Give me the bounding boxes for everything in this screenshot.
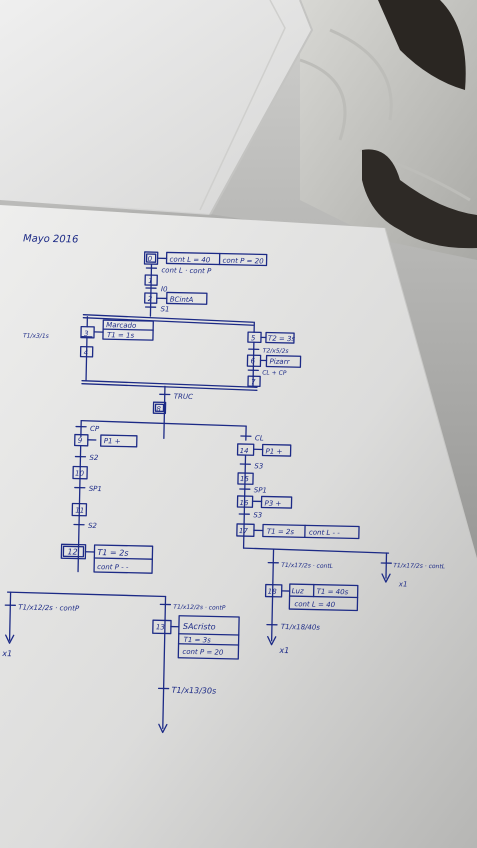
svg-text:SAcristo: SAcristo <box>183 622 216 632</box>
svg-text:4: 4 <box>84 349 89 357</box>
svg-text:BCintA: BCintA <box>170 295 194 303</box>
svg-text:18: 18 <box>268 588 278 596</box>
svg-text:10: 10 <box>75 470 85 478</box>
step-11: 11 <box>71 502 88 517</box>
svg-text:3: 3 <box>84 330 89 338</box>
step-4: 4 <box>79 345 94 358</box>
svg-text:SP1: SP1 <box>254 486 267 494</box>
step-1: 1 <box>144 274 158 286</box>
svg-text:T1/x3/1s: T1/x3/1s <box>23 332 49 340</box>
svg-text:T1/x17/2s · contL: T1/x17/2s · contL <box>281 562 333 570</box>
step-6: 6 Pizarr <box>246 354 302 368</box>
svg-text:cont L - -: cont L - - <box>309 528 341 537</box>
svg-text:cont P - -: cont P - - <box>97 563 129 572</box>
svg-text:CP: CP <box>90 425 100 433</box>
svg-text:Luz: Luz <box>292 587 305 595</box>
svg-text:T1/x17/2s · contL: T1/x17/2s · contL <box>393 562 445 570</box>
grafcet-diagram: Mayo 2016 0 cont L = 40 cont P = 20 cont… <box>1 233 445 734</box>
cat-paw <box>362 149 477 249</box>
svg-text:I0: I0 <box>161 285 168 293</box>
svg-text:cont P = 20: cont P = 20 <box>223 257 265 266</box>
svg-text:1: 1 <box>148 277 153 285</box>
svg-text:P3 +: P3 + <box>264 500 281 508</box>
svg-text:S2: S2 <box>88 522 98 530</box>
svg-text:CL + CP: CL + CP <box>262 369 287 377</box>
svg-text:x1: x1 <box>278 646 289 655</box>
svg-text:SP1: SP1 <box>89 485 102 493</box>
svg-text:cont L = 40: cont L = 40 <box>294 600 335 609</box>
svg-text:x1: x1 <box>1 649 12 658</box>
svg-text:T2/x5/2s: T2/x5/2s <box>263 347 289 355</box>
svg-text:5: 5 <box>251 334 256 342</box>
svg-text:14: 14 <box>240 447 249 455</box>
cat-head <box>378 0 466 90</box>
svg-text:T2 = 3s: T2 = 3s <box>268 335 296 344</box>
step-15: 15 <box>237 472 254 485</box>
svg-text:12: 12 <box>67 547 77 556</box>
divergence-and-top <box>82 314 254 323</box>
svg-text:7: 7 <box>251 378 256 386</box>
svg-text:S3: S3 <box>253 511 262 519</box>
svg-text:T1 = 3s: T1 = 3s <box>184 636 212 645</box>
svg-text:cont P = 20: cont P = 20 <box>182 648 224 657</box>
step-10: 10 <box>72 465 88 480</box>
paper-stack <box>0 0 312 215</box>
step-13: 13 SAcristo T1 = 3s cont P = 20 <box>152 615 240 660</box>
svg-text:T1/x12/2s · contP: T1/x12/2s · contP <box>18 603 80 612</box>
svg-text:T1/x18/40s: T1/x18/40s <box>281 623 321 632</box>
svg-text:T1 = 2s: T1 = 2s <box>97 548 128 558</box>
convergence-and <box>81 380 258 388</box>
step-16: 16 P3 + <box>236 495 293 509</box>
divergence-or-left <box>6 591 167 598</box>
svg-text:T1 = 2s: T1 = 2s <box>267 528 295 537</box>
step-18: 18 Luz T1 = 40s cont L = 40 <box>264 583 359 612</box>
svg-text:16: 16 <box>239 499 249 507</box>
svg-text:11: 11 <box>75 507 84 515</box>
step-12: 12 T1 = 2s cont P - - <box>60 543 154 574</box>
svg-text:S3: S3 <box>254 462 263 470</box>
svg-text:17: 17 <box>239 527 249 535</box>
svg-text:15: 15 <box>240 475 250 483</box>
svg-text:2: 2 <box>148 295 153 303</box>
svg-text:T1/x13/30s: T1/x13/30s <box>171 686 216 696</box>
svg-text:0: 0 <box>148 255 153 263</box>
date-label: Mayo 2016 <box>23 233 79 245</box>
svg-text:TRUC: TRUC <box>174 393 193 401</box>
step-17: 17 T1 = 2s cont L - - <box>236 523 360 540</box>
svg-text:P1 +: P1 + <box>104 437 121 445</box>
step-8: 8 <box>152 401 167 415</box>
svg-text:Marcado: Marcado <box>106 321 136 330</box>
svg-text:Pizarr: Pizarr <box>269 358 290 366</box>
svg-text:P1 +: P1 + <box>266 448 283 456</box>
step-7: 7 <box>247 375 261 388</box>
svg-text:13: 13 <box>156 623 165 631</box>
divergence-or-right <box>242 547 390 554</box>
svg-text:cont L = 40: cont L = 40 <box>170 255 211 264</box>
svg-text:T1/x12/2s · contP: T1/x12/2s · contP <box>173 604 226 612</box>
svg-text:T1 = 1s: T1 = 1s <box>107 331 135 340</box>
svg-text:CL: CL <box>255 434 264 442</box>
svg-text:6: 6 <box>250 357 255 365</box>
step-3: 3 Marcado T1 = 1s <box>80 316 154 341</box>
sheet <box>0 205 477 848</box>
svg-text:S2: S2 <box>89 454 99 462</box>
divergence-or <box>80 420 247 427</box>
svg-text:S1: S1 <box>160 305 169 313</box>
svg-text:x1: x1 <box>398 580 408 588</box>
svg-text:8: 8 <box>156 405 161 413</box>
svg-text:T1 = 40s: T1 = 40s <box>317 588 349 597</box>
svg-text:9: 9 <box>78 437 83 445</box>
svg-text:cont L · cont P: cont L · cont P <box>161 266 212 275</box>
